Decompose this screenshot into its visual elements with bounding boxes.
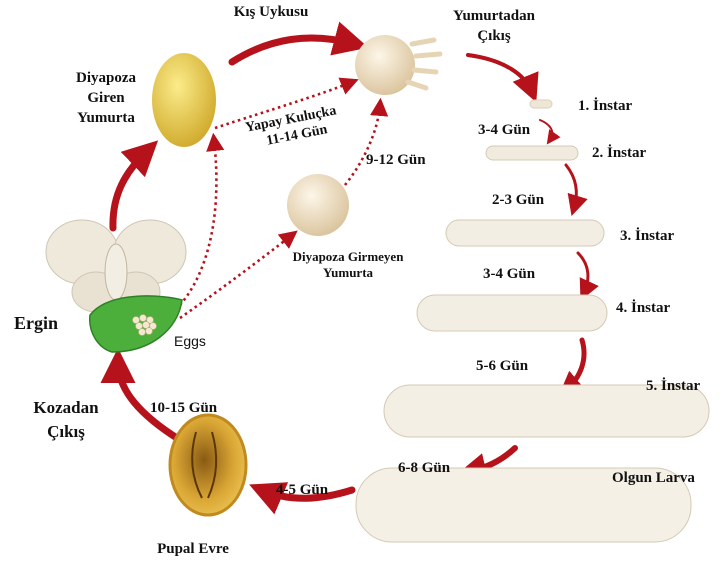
label-hatching-line1: Yumurtadan — [453, 8, 535, 25]
label-non-diapause-egg-line2: Yumurta — [323, 266, 373, 281]
cocoon — [170, 415, 246, 515]
arrow-eggs-to-nondiapause — [180, 235, 292, 318]
label-diapause-egg-line3: Yumurta — [77, 110, 135, 127]
label-5-6-days: 5-6 Gün — [476, 358, 528, 375]
label-hibernation: Kış Uykusu — [234, 4, 309, 21]
label-diapause-egg-line2: Giren — [87, 90, 124, 107]
arrow-hatch-to-instar1 — [468, 55, 532, 92]
label-9-12-days: 9-12 Gün — [366, 152, 426, 169]
label-6-8-days: 6-8 Gün — [398, 460, 450, 477]
label-3-4-days-b: 3-4 Gün — [483, 266, 535, 283]
arrow-instar1-to-instar2 — [540, 120, 552, 140]
arrow-eggs-to-diapause — [180, 140, 216, 305]
label-adult: Ergin — [14, 313, 58, 334]
diapause-egg — [152, 53, 216, 147]
arrow-instar3-to-instar4 — [578, 253, 588, 293]
label-2-3-days: 2-3 Gün — [492, 192, 544, 209]
label-4-5-days: 4-5 Gün — [276, 482, 328, 499]
leaf-with-eggs — [90, 296, 182, 352]
arrow-nondiapause-to-hatch — [345, 105, 380, 185]
label-instar-4: 4. İnstar — [616, 300, 670, 317]
larva-instar-2 — [486, 146, 578, 160]
label-instar-2: 2. İnstar — [592, 145, 646, 162]
arrow-instar4-to-instar5 — [566, 340, 584, 390]
larva-instar-4 — [417, 295, 607, 331]
label-hatching-line2: Çıkış — [477, 28, 510, 45]
label-diapause-egg-line1: Diyapoza — [76, 70, 136, 87]
hatching-egg — [355, 35, 440, 95]
label-3-4-days-a: 3-4 Gün — [478, 122, 530, 139]
label-10-15-days: 10-15 Gün — [150, 400, 217, 417]
larva-instar-3 — [446, 220, 604, 246]
label-instar-1: 1. İnstar — [578, 98, 632, 115]
larva-instar-1 — [530, 100, 552, 108]
arrow-instar2-to-instar3 — [566, 165, 576, 208]
label-non-diapause-egg-line1: Diyapoza Girmeyen — [293, 250, 404, 265]
label-instar-3: 3. İnstar — [620, 228, 674, 245]
label-eggs: Eggs — [174, 333, 206, 349]
label-mature-larva: Olgun Larva — [612, 470, 695, 487]
non-diapause-egg — [287, 174, 349, 236]
label-instar-5: 5. İnstar — [646, 378, 700, 395]
label-pupal-stage: Pupal Evre — [157, 541, 229, 558]
label-emergence-line1: Kozadan — [33, 398, 98, 418]
arrow-adult-to-diapause-egg — [113, 150, 148, 228]
arrow-diapause-to-hatch — [232, 38, 355, 62]
label-emergence-line2: Çıkış — [47, 422, 85, 442]
